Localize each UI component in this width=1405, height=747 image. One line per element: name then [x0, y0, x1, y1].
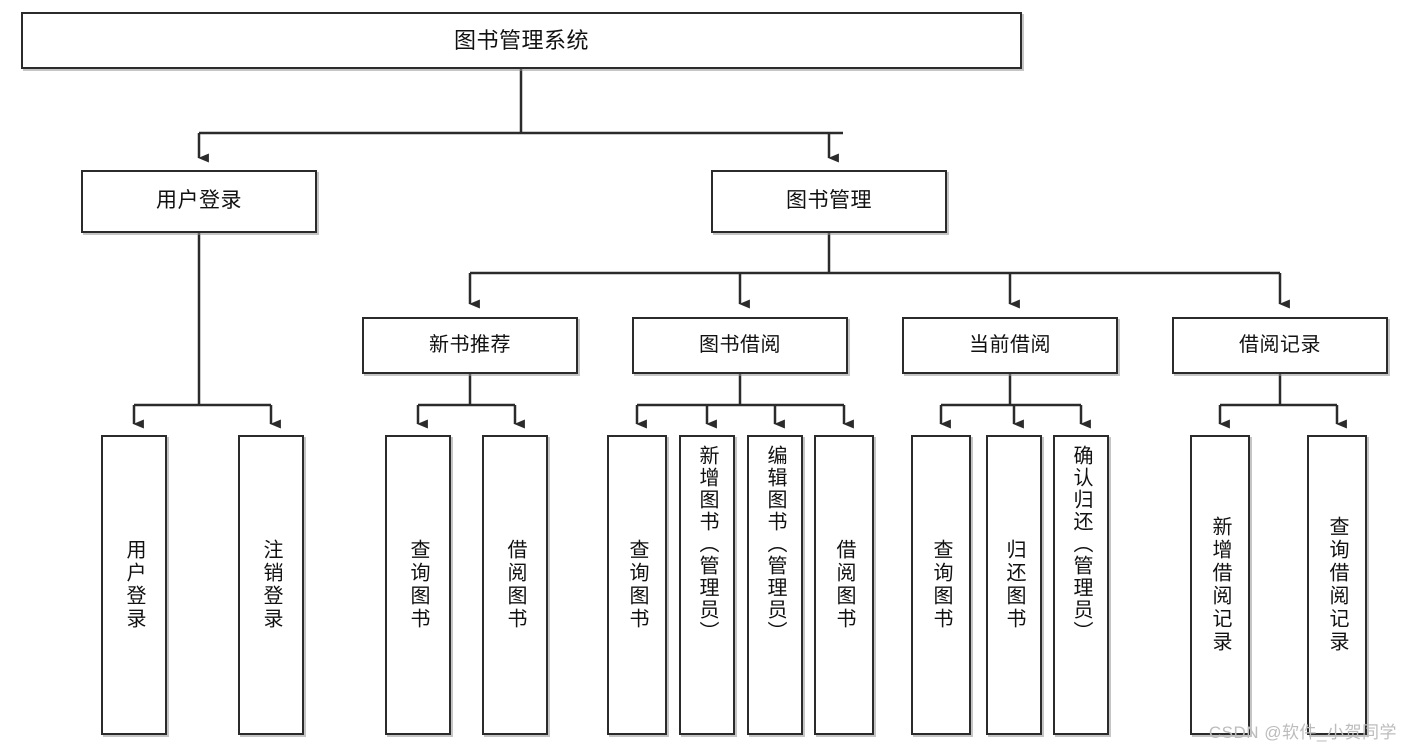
leaf-return-book[interactable]: 归还图书 — [986, 435, 1042, 735]
node-label: 图书管理系统 — [453, 27, 589, 53]
node-book-manage[interactable]: 图书管理 — [711, 170, 947, 233]
node-label: 当前借阅 — [969, 334, 1051, 356]
node-label: 借阅记录 — [1239, 334, 1321, 356]
node-label: 用户登录 — [156, 189, 242, 213]
leaf-edit-book-admin[interactable]: 编辑图书（管理员） — [747, 435, 803, 735]
leaf-user-login[interactable]: 用户登录 — [101, 435, 167, 735]
leaf-borrow-book-borrow[interactable]: 借阅图书 — [814, 435, 874, 735]
node-borrow-record[interactable]: 借阅记录 — [1172, 317, 1388, 374]
node-label: 借阅图书 — [833, 539, 855, 631]
leaf-query-borrow-record[interactable]: 查询借阅记录 — [1307, 435, 1367, 735]
node-label: 图书借阅 — [699, 334, 781, 356]
node-label: 查询图书 — [407, 539, 429, 631]
leaf-borrow-book-recommend[interactable]: 借阅图书 — [482, 435, 548, 735]
leaf-logout[interactable]: 注销登录 — [238, 435, 304, 735]
node-label: 新增图书（管理员） — [696, 445, 718, 643]
node-label: 查询图书 — [626, 539, 648, 631]
node-label: 新增借阅记录 — [1209, 516, 1231, 654]
leaf-query-book-recommend[interactable]: 查询图书 — [385, 435, 451, 735]
node-label: 查询借阅记录 — [1326, 516, 1348, 654]
node-current-borrow[interactable]: 当前借阅 — [902, 317, 1118, 374]
node-label: 新书推荐 — [429, 334, 511, 356]
leaf-add-borrow-record[interactable]: 新增借阅记录 — [1190, 435, 1250, 735]
node-label: 查询图书 — [930, 539, 952, 631]
node-root-system[interactable]: 图书管理系统 — [21, 12, 1022, 69]
node-label: 借阅图书 — [504, 539, 526, 631]
leaf-confirm-return-admin[interactable]: 确认归还（管理员） — [1053, 435, 1109, 735]
leaf-query-book-borrow[interactable]: 查询图书 — [607, 435, 667, 735]
node-label: 图书管理 — [786, 189, 872, 213]
node-new-book-recommend[interactable]: 新书推荐 — [362, 317, 578, 374]
watermark-text: CSDN @软件_小贺同学 — [1208, 723, 1397, 742]
node-label: 编辑图书（管理员） — [764, 445, 786, 643]
node-label: 归还图书 — [1003, 539, 1025, 631]
node-label: 确认归还（管理员） — [1070, 445, 1092, 643]
node-user-login[interactable]: 用户登录 — [81, 170, 317, 233]
node-book-borrow[interactable]: 图书借阅 — [632, 317, 848, 374]
node-label: 注销登录 — [260, 539, 282, 631]
leaf-query-book-current[interactable]: 查询图书 — [911, 435, 971, 735]
leaf-add-book-admin[interactable]: 新增图书（管理员） — [679, 435, 735, 735]
node-label: 用户登录 — [123, 539, 145, 631]
